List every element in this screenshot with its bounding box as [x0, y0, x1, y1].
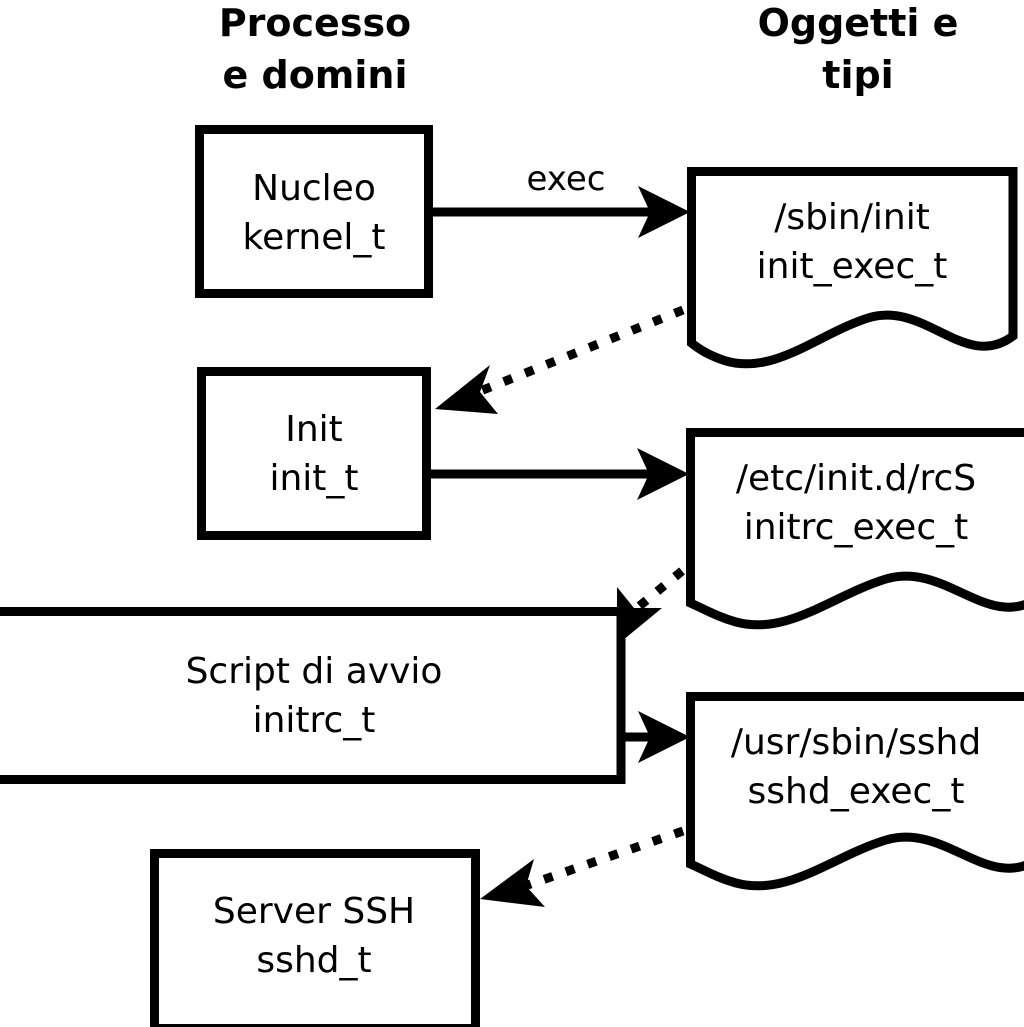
edge-sshd-exec-transition-line	[523, 826, 685, 891]
edge-sbin-init-transition-line	[476, 305, 685, 397]
edge-sbin-init-transition-init	[435, 305, 685, 414]
process-node-init-line1: Init	[285, 409, 343, 450]
process-node-initrc-line2: initrc_t	[253, 700, 376, 741]
edge-initrc-exec-sshd	[625, 711, 690, 763]
process-node-initrc[interactable]: Script di avvio initrc_t	[0, 607, 626, 784]
edge-label-exec: exec	[526, 159, 605, 199]
object-node-etc-initd-rcs-line1: /etc/init.d/rcS	[736, 458, 976, 499]
object-node-sbin-init-line2: init_exec_t	[757, 246, 948, 287]
edge-init-exec-arrowhead	[637, 448, 689, 500]
edge-sbin-init-transition-arrowhead	[435, 365, 498, 414]
object-node-etc-initd-rcs[interactable]: /etc/init.d/rcS initrc_exec_t	[686, 428, 1024, 630]
process-node-init-line2: init_t	[269, 458, 358, 499]
column-header-objects-line2: tipi	[822, 53, 893, 97]
process-node-initrc-box[interactable]	[0, 607, 626, 784]
process-node-kernel-line2: kernel_t	[243, 217, 386, 258]
edge-initrc-exec-arrowhead	[638, 711, 690, 763]
edge-rcs-transition-arrowhead	[617, 587, 662, 645]
process-node-sshd-line2: sshd_t	[256, 940, 371, 981]
process-node-sshd-box[interactable]	[150, 849, 480, 1027]
process-node-kernel-box[interactable]	[195, 125, 433, 298]
column-header-processes-line1: Processo	[219, 1, 411, 45]
edge-kernel-exec-arrowhead	[638, 186, 690, 238]
column-header-processes-line2: e domini	[222, 53, 407, 97]
edge-sshd-exec-transition-arrowhead	[480, 859, 545, 907]
process-node-init-box[interactable]	[197, 367, 431, 540]
process-node-kernel-line1: Nucleo	[252, 168, 376, 209]
process-node-kernel[interactable]: Nucleo kernel_t	[195, 125, 433, 298]
edge-sshd-exec-transition-sshd	[480, 826, 685, 907]
column-header-processes: Processo e domini	[219, 1, 411, 97]
object-node-sbin-init-document-shape[interactable]	[687, 167, 1018, 369]
process-node-initrc-line1: Script di avvio	[186, 651, 443, 692]
object-node-usr-sbin-sshd-line2: sshd_exec_t	[748, 771, 965, 812]
process-node-sshd[interactable]: Server SSH sshd_t	[150, 849, 480, 1027]
process-node-init[interactable]: Init init_t	[197, 367, 431, 540]
object-node-etc-initd-rcs-document-shape[interactable]	[686, 428, 1024, 630]
edge-rcs-transition-line	[634, 567, 685, 612]
edge-init-exec-rcs	[430, 448, 689, 500]
column-header-objects: Oggetti e tipi	[758, 1, 959, 97]
object-node-sbin-init-line1: /sbin/init	[774, 197, 930, 238]
object-node-usr-sbin-sshd-line1: /usr/sbin/sshd	[731, 722, 981, 763]
edge-kernel-exec-sbin-init: exec	[433, 159, 690, 238]
column-header-objects-line1: Oggetti e	[758, 1, 959, 45]
edge-rcs-transition-initrc	[617, 567, 685, 645]
object-node-sbin-init[interactable]: /sbin/init init_exec_t	[687, 167, 1018, 369]
object-node-usr-sbin-sshd-document-shape[interactable]	[686, 692, 1024, 891]
object-node-usr-sbin-sshd[interactable]: /usr/sbin/sshd sshd_exec_t	[686, 692, 1024, 891]
process-node-sshd-line1: Server SSH	[213, 891, 415, 932]
object-node-etc-initd-rcs-line2: initrc_exec_t	[744, 507, 969, 548]
